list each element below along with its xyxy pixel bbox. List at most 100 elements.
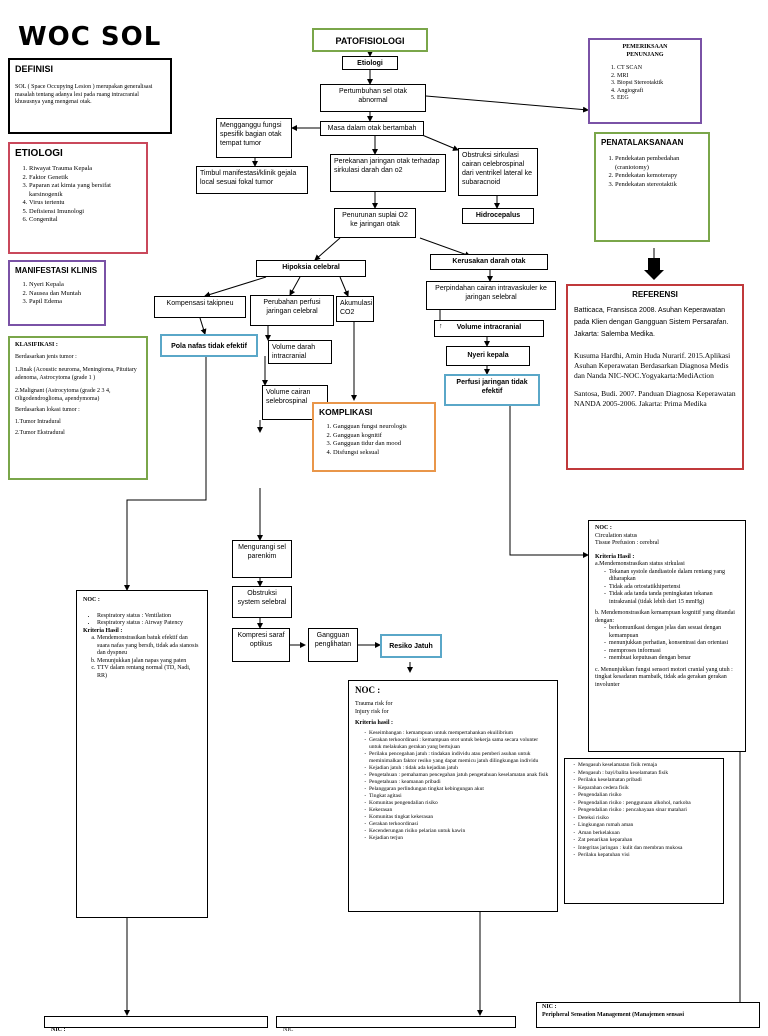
node-pola-nafas: Pola nafas tidak efektif [160, 334, 258, 357]
referensi-box: REFERENSI Batticaca, Fransisca 2008. Asu… [566, 284, 744, 470]
noc-right-heading: NOC : [595, 525, 612, 531]
noc-center-item: Keseimbangan : kemampuan untuk mempertah… [369, 730, 551, 737]
referensi-entry: Batticaca, Fransisca 2008. Asuhan Kepera… [574, 307, 729, 338]
noc-left-box: NOC : Respiratory status : Ventilation R… [76, 590, 208, 918]
bottom-box-left: NIC : [44, 1016, 268, 1033]
noc-list2-item: Mengasuh : bayi/balita keselamatan fisik [578, 770, 718, 778]
bottom-box-left-label: NIC : [51, 1027, 66, 1033]
komplikasi-item: Gangguan kognitif [333, 432, 429, 441]
noc-list2-item: Pengendalian risiko [578, 792, 718, 800]
pemeriksaan-item: Biopsi Stereotaktik [617, 80, 695, 88]
node-perfusi: Perfusi jaringan tidak efektif [444, 374, 540, 406]
noc-center-item: Gerakan terkoordinasi : kemampuan otot u… [369, 737, 551, 751]
komplikasi-item: Gangguan fungsi neurologis [333, 423, 429, 432]
noc-center-item: Tingkat agitasi [369, 793, 551, 800]
noc-list2-item: Pengendalian risiko : penggunaan alkohol… [578, 800, 718, 808]
etiologi-box: ETIOLOGI Riwayat Trauma Kepala Faktor Ge… [8, 142, 148, 254]
node-mengurangi: Mengurangi sel parenkim [232, 540, 292, 578]
noc-right-c: c. Menunjukkan fungsi sensori motori cra… [595, 666, 733, 688]
noc-list2-item: Mengasuh keselamatan fisik remaja [578, 762, 718, 770]
noc-left-bullet: Respiratory status : Ventilation [97, 613, 201, 621]
penatalaksanaan-item: Pendekatan pembedahan (craniotomy) [615, 155, 703, 172]
node-kerusakan: Kerusakan darah otak [430, 254, 548, 270]
node-timbul: Timbul manifestasi/klinik gejala local s… [196, 166, 308, 194]
node-resiko-jatuh: Resiko Jatuh [380, 634, 442, 658]
node-obstruksi-sirkulasi: Obstruksi sirkulasi cairan celebrospinal… [458, 148, 538, 196]
pemeriksaan-item: EEG [617, 95, 695, 103]
definisi-heading: DEFINISI [15, 64, 54, 74]
komplikasi-item: Gangguan tidur dan mood [333, 440, 429, 449]
node-perekanan: Perekanan jaringan otak terhadap sirkula… [330, 154, 446, 192]
noc-right-a-item: Tidak ada tanda tanda peningkatan tekana… [609, 591, 739, 606]
node-mengganggu: Mengganggu fungsi spesifik bagian otak t… [216, 118, 292, 158]
nic-bottom-box: NIC : Peripheral Sensation Management (M… [536, 1002, 760, 1028]
noc-right-b-item: menunjukkan perhatian, konsentrasi dan o… [609, 640, 739, 648]
node-gangguan: Gangguan penglihatan [308, 628, 358, 662]
noc-center-item: Kejadian jatuh : tidak ada kejadian jatu… [369, 765, 551, 772]
referensi-entry: Santosa, Budi. 2007. Panduan Diagnosa Ke… [574, 389, 736, 408]
klasifikasi-line: 2.Malignant (Astrocytoma (grade 2 3 4, O… [15, 388, 111, 402]
etiologi-item: Riwayat Trauma Kepala [29, 165, 141, 174]
noc-center-item: Komunitas pengendalian risiko [369, 800, 551, 807]
klasifikasi-line: 1.Tumor Intradural [15, 418, 61, 425]
noc-center-box: NOC : Trauma risk for Injury risk for Kr… [348, 680, 558, 912]
manifestasi-item: Papil Edema [29, 298, 99, 307]
etiologi-item: Congenital [29, 216, 141, 225]
node-massa: Masa dalam otak bertambah [320, 121, 424, 136]
node-volume-darah: Volume darah intracranial [268, 340, 332, 364]
node-nyeri-kepala: Nyeri kepala [446, 346, 530, 366]
manifestasi-item: Nausea dan Muntah [29, 290, 99, 299]
noc-center-line: Injury risk for [355, 708, 389, 715]
pemeriksaan-item: Angiografi [617, 88, 695, 96]
node-obstruksi-sistem: Obstruksi system selebral [232, 586, 292, 618]
etiologi-item: Defisiensi Imunologi [29, 208, 141, 217]
noc-right-kriteria: Kriteria Hasil : [595, 553, 635, 560]
noc-right-line: Tissue Prefusion : cerebral [595, 540, 659, 546]
page-title: WOC SOL [18, 22, 162, 52]
noc-right-line: Circulation status [595, 532, 638, 539]
definisi-box: DEFINISI SOL ( Space Occupying Lesion ) … [8, 58, 172, 134]
komplikasi-item: Disfungsi seksual [333, 449, 429, 458]
klasifikasi-line: Berdasarkan lokasi tumor : [15, 407, 80, 413]
noc-right-b: b. Mendemonstrasikan kemampuan kognitif … [595, 610, 735, 624]
noc-center-kriteria: Kriteria hasil : [355, 720, 393, 726]
komplikasi-heading: KOMPLIKASI [319, 407, 373, 417]
patofisiologi-box: PATOFISIOLOGI [312, 28, 428, 52]
noc-center-item: Pengetahuan : pemahaman pencegahan jatuh… [369, 772, 551, 779]
manifestasi-box: MANIFESTASI KLINIS Nyeri Kepala Nausea d… [8, 260, 106, 326]
patofisiologi-label: PATOFISIOLOGI [335, 36, 405, 46]
node-perpindahan: Perpindahan cairan intravaskuler ke jari… [426, 281, 556, 310]
noc-center-item: Kejadian terjun [369, 835, 551, 842]
noc-right-a-item: Tidak ada ortostatikhipertensi [609, 584, 739, 592]
penatalaksanaan-item: Pendekatan kemoterapy [615, 172, 703, 181]
noc-center-item: Komunitas tingkat kekerasan [369, 814, 551, 821]
pemeriksaan-item: CT SCAN [617, 65, 695, 73]
noc-center-item: Gerakan terkoordinasi [369, 821, 551, 828]
penatalaksanaan-heading: PENATALAKSANAAN [601, 138, 684, 147]
node-volume-intracranial: ↑Volume intracranial [434, 320, 544, 337]
noc-list2-item: Deteksi risiko [578, 815, 718, 823]
noc-list2-item: Integritas jaringan : kulit dan membran … [578, 845, 718, 853]
noc-list2-item: Lingkungan rumah aman [578, 822, 718, 830]
noc-center-heading: NOC : [355, 685, 381, 695]
noc-list2-item: Perilaku keselamatan pribadi [578, 777, 718, 785]
noc-center-item: Pengetahuan : keamanan pribadi [369, 779, 551, 786]
node-etiologi: Etiologi [342, 56, 398, 70]
noc-right-b-item: berkomunikasi dengan jelas dan sesuai de… [609, 625, 739, 640]
noc-right-a-item: Tekanan systole dandiastole dalam rentan… [609, 569, 739, 584]
noc-center-item: Kecenderungan risiko pelarian untuk kawi… [369, 828, 551, 835]
etiologi-item: Paparan zat kimia yang bersifat karsinog… [29, 182, 141, 199]
node-kompresi: Kompresi saraf optikus [232, 628, 290, 662]
penatalaksanaan-box: PENATALAKSANAAN Pendekatan pembedahan (c… [594, 132, 710, 242]
klasifikasi-line: 1.Jinak (Acoustic neuroma, Meningioma, P… [15, 367, 137, 381]
node-volume-intracranial-label: Volume intracranial [456, 324, 522, 331]
node-hipoksia: Hipoksia celebral [256, 260, 366, 277]
referensi-entry: Kusuma Hardhi, Amin Huda Nurarif. 2015.A… [574, 351, 731, 380]
noc-list2-item: Perilaku kepatuhan visi [578, 852, 718, 860]
noc-center-line: Trauma risk for [355, 701, 393, 707]
noc-right-a: a.Mendemonstrasikan status sirkulasi [595, 561, 685, 567]
noc-left-bullet: Respiratory status : Airway Patency [97, 620, 201, 628]
node-perubahan: Perubahan perfusi jaringan celebral [250, 295, 334, 326]
noc-left-item: TTV dalam rentang normal (TD, Nadi, RR) [97, 665, 201, 680]
